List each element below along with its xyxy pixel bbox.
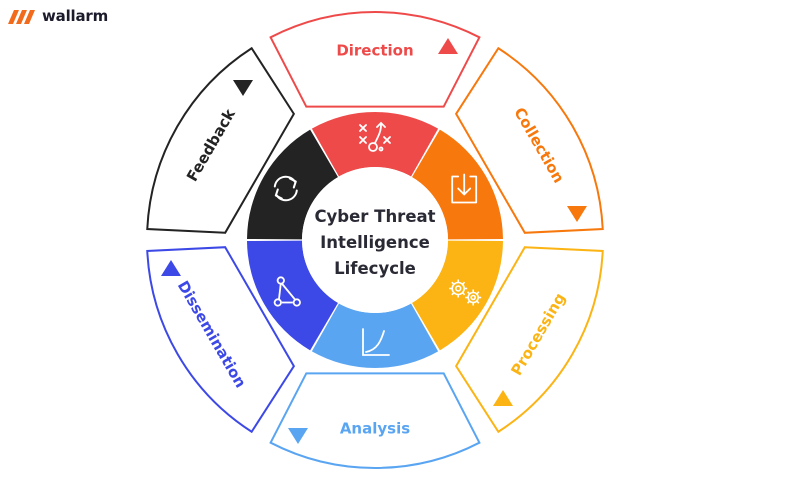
direction-label: Direction (336, 42, 413, 60)
analysis-label: Analysis (340, 420, 410, 438)
download-tray-icon (451, 173, 478, 204)
wallarm-logo-icon (8, 10, 35, 24)
direction-outer-panel (269, 11, 481, 108)
center-hub (302, 167, 448, 313)
collection-outer-panel (454, 46, 604, 234)
center-title-line-1: Cyber Threat (314, 207, 435, 226)
dissemination-triangle-marker (161, 260, 181, 276)
wallarm-logo: wallarm (8, 6, 108, 26)
analysis-triangle-marker (288, 428, 308, 444)
center-title: Cyber Threat Intelligence Lifecycle (314, 207, 435, 278)
gears-icon (449, 279, 482, 306)
analysis-ring-segment (311, 303, 439, 369)
collection-ring-segment (411, 129, 503, 240)
feedback-outer-panel (146, 46, 296, 234)
refresh-arrows-icon (273, 175, 298, 202)
analysis-outer-panel (269, 372, 481, 469)
feedback-ring-segment (247, 129, 339, 240)
processing-outer-panel (454, 246, 604, 434)
strategy-play-icon (359, 121, 391, 152)
direction-triangle-marker (438, 38, 458, 54)
collection-triangle-marker (567, 206, 587, 222)
center-title-line-3: Lifecycle (334, 259, 416, 278)
share-nodes-icon (273, 276, 301, 307)
dissemination-outer-panel (146, 246, 296, 434)
processing-triangle-marker (493, 390, 513, 406)
brand-name: wallarm (42, 7, 109, 25)
line-chart-icon (362, 328, 390, 356)
feedback-triangle-marker (233, 80, 253, 96)
center-title-line-2: Intelligence (320, 233, 430, 252)
